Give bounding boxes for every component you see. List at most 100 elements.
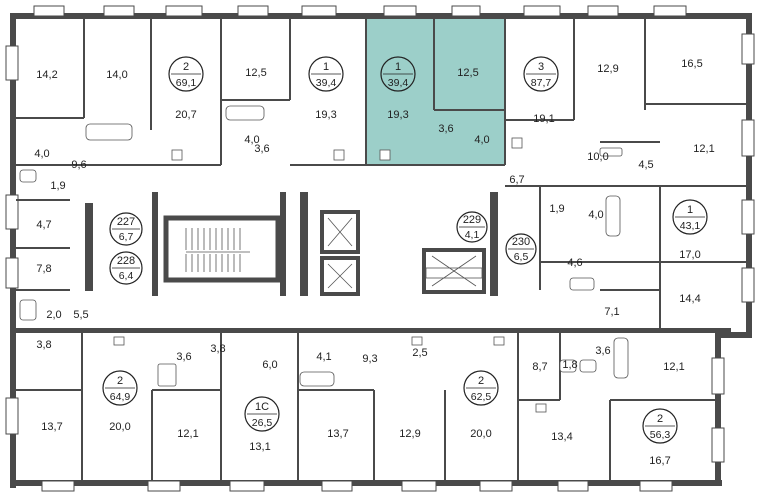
room-area-4-7: 4,7	[36, 219, 51, 231]
storage-badge[interactable]: 230 6,5	[505, 233, 537, 265]
room-area-5-5: 5,5	[73, 309, 88, 321]
room-area-3-8-bottom: 3,8	[210, 343, 225, 355]
room-area-4-6: 4,6	[567, 257, 582, 269]
room-area-7-8: 7,8	[36, 263, 51, 275]
apartment-area: 43,1	[680, 220, 701, 232]
room-area-3-6: 3,6	[254, 143, 269, 155]
room-area-1-8: 1,8	[562, 359, 577, 371]
apartment-area: 39,4	[388, 77, 409, 89]
room-area-9-3: 9,3	[362, 353, 377, 365]
storage-number: 229	[463, 214, 481, 226]
apartment-badge[interactable]: 1С 26,5	[244, 396, 280, 432]
elevator-shafts	[320, 210, 486, 296]
interior-walls	[16, 19, 746, 480]
apartment-area: 39,4	[316, 77, 337, 89]
room-area-12-1: 12,1	[693, 143, 714, 155]
room-area-1-9-right: 1,9	[549, 203, 564, 215]
storage-badge[interactable]: 229 4,1	[456, 211, 488, 243]
room-area-9-6: 9,6	[71, 159, 86, 171]
storage-area: 6,7	[119, 231, 134, 243]
room-area-4-1: 4,1	[316, 351, 331, 363]
room-area-20-0-left: 20,0	[109, 421, 130, 433]
storage-number: 227	[117, 216, 135, 228]
room-area-3-6-right: 3,6	[595, 345, 610, 357]
room-area-17-0: 17,0	[679, 249, 700, 261]
apartment-room-count: 2	[478, 375, 484, 387]
stairwell	[163, 215, 281, 283]
room-area-4-0: 4,0	[244, 134, 259, 146]
room-area-14-4: 14,4	[679, 293, 700, 305]
room-area-1-9: 1,9	[50, 180, 65, 192]
room-area-3-6-bottom: 3,6	[176, 351, 191, 363]
room-area-13-4: 13,4	[551, 431, 572, 443]
storage-number: 230	[512, 236, 530, 248]
room-area-16-7: 16,7	[649, 455, 670, 467]
apartment-area: 64,9	[110, 391, 131, 403]
apartment-badge[interactable]: 2 69,1	[168, 56, 204, 92]
apartment-room-count: 1	[323, 61, 329, 73]
room-area-8-7: 8,7	[532, 361, 547, 373]
room-area-19-1: 19,1	[533, 113, 554, 125]
room-area-14-0: 14,0	[106, 69, 127, 81]
room-area-4-0-left: 4,0	[34, 148, 49, 160]
windows	[5, 5, 755, 492]
room-area-12-5-selected: 12,5	[457, 67, 478, 79]
apartment-room-count: 2	[657, 413, 663, 425]
storage-area: 4,1	[465, 229, 480, 241]
room-area-12-1-bottom: 12,1	[177, 428, 198, 440]
room-area-12-9: 12,9	[597, 63, 618, 75]
room-area-3-6-selected: 3,6	[438, 123, 453, 135]
room-area-20-7: 20,7	[175, 109, 196, 121]
apartment-highlight-1-39-4[interactable]	[366, 18, 505, 164]
apartment-room-count: 1С	[255, 401, 269, 413]
apartment-badge-selected[interactable]: 1 39,4	[380, 56, 416, 92]
room-area-13-7-right: 13,7	[327, 428, 348, 440]
room-area-2-0: 2,0	[46, 309, 61, 321]
apartment-room-count: 2	[183, 61, 189, 73]
room-labels: 14,2 14,0 20,7 12,5 19,3 3,6 4,0 19,3 12…	[34, 58, 714, 467]
room-area-2-5: 2,5	[412, 347, 427, 359]
apartment-badge[interactable]: 1 39,4	[308, 56, 344, 92]
apartment-badge[interactable]: 2 62,5	[463, 370, 499, 406]
room-area-4-5: 4,5	[638, 159, 653, 171]
apartment-area: 26,5	[252, 417, 273, 429]
storage-badge[interactable]: 227 6,7	[109, 212, 143, 246]
room-area-12-9-bottom: 12,9	[399, 428, 420, 440]
room-area-16-5: 16,5	[681, 58, 702, 70]
storage-area: 6,4	[119, 270, 134, 282]
room-area-7-1: 7,1	[604, 306, 619, 318]
room-area-19-3-selected: 19,3	[387, 109, 408, 121]
bathroom-fixtures	[19, 105, 629, 413]
room-area-6-0: 6,0	[262, 359, 277, 371]
apartment-badge[interactable]: 2 64,9	[102, 370, 138, 406]
apartment-badge[interactable]: 3 87,7	[523, 56, 559, 92]
room-area-20-0-right: 20,0	[470, 428, 491, 440]
apartment-badge[interactable]: 1 43,1	[672, 199, 708, 235]
room-area-13-7-left: 13,7	[41, 421, 62, 433]
apartment-room-count: 2	[117, 375, 123, 387]
storage-number: 228	[117, 255, 135, 267]
room-area-6-7: 6,7	[509, 174, 524, 186]
storage-area: 6,5	[514, 251, 529, 263]
storage-badges: 227 6,7 228 6,4 229 4,1 230 6,5	[109, 211, 537, 285]
apartment-room-count: 3	[538, 61, 544, 73]
apartment-area: 56,3	[650, 429, 671, 441]
apartment-badges: 2 69,1 1 39,4 1 39,4 3 87,7 1 43,1	[102, 56, 708, 444]
apartment-area: 69,1	[176, 77, 197, 89]
room-area-12-1-right: 12,1	[663, 361, 684, 373]
room-area-19-3: 19,3	[315, 109, 336, 121]
outer-walls	[10, 13, 752, 488]
apartment-badge[interactable]: 2 56,3	[642, 408, 678, 444]
apartment-room-count: 1	[687, 204, 693, 216]
room-area-13-1: 13,1	[249, 441, 270, 453]
room-area-4-0-selected: 4,0	[474, 134, 489, 146]
apartment-area: 62,5	[471, 391, 492, 403]
room-area-14-2: 14,2	[36, 69, 57, 81]
storage-badge[interactable]: 228 6,4	[109, 251, 143, 285]
room-area-4-0-right: 4,0	[588, 209, 603, 221]
apartment-area: 87,7	[531, 77, 552, 89]
apartment-room-count: 1	[395, 61, 401, 73]
room-area-12-5: 12,5	[245, 67, 266, 79]
